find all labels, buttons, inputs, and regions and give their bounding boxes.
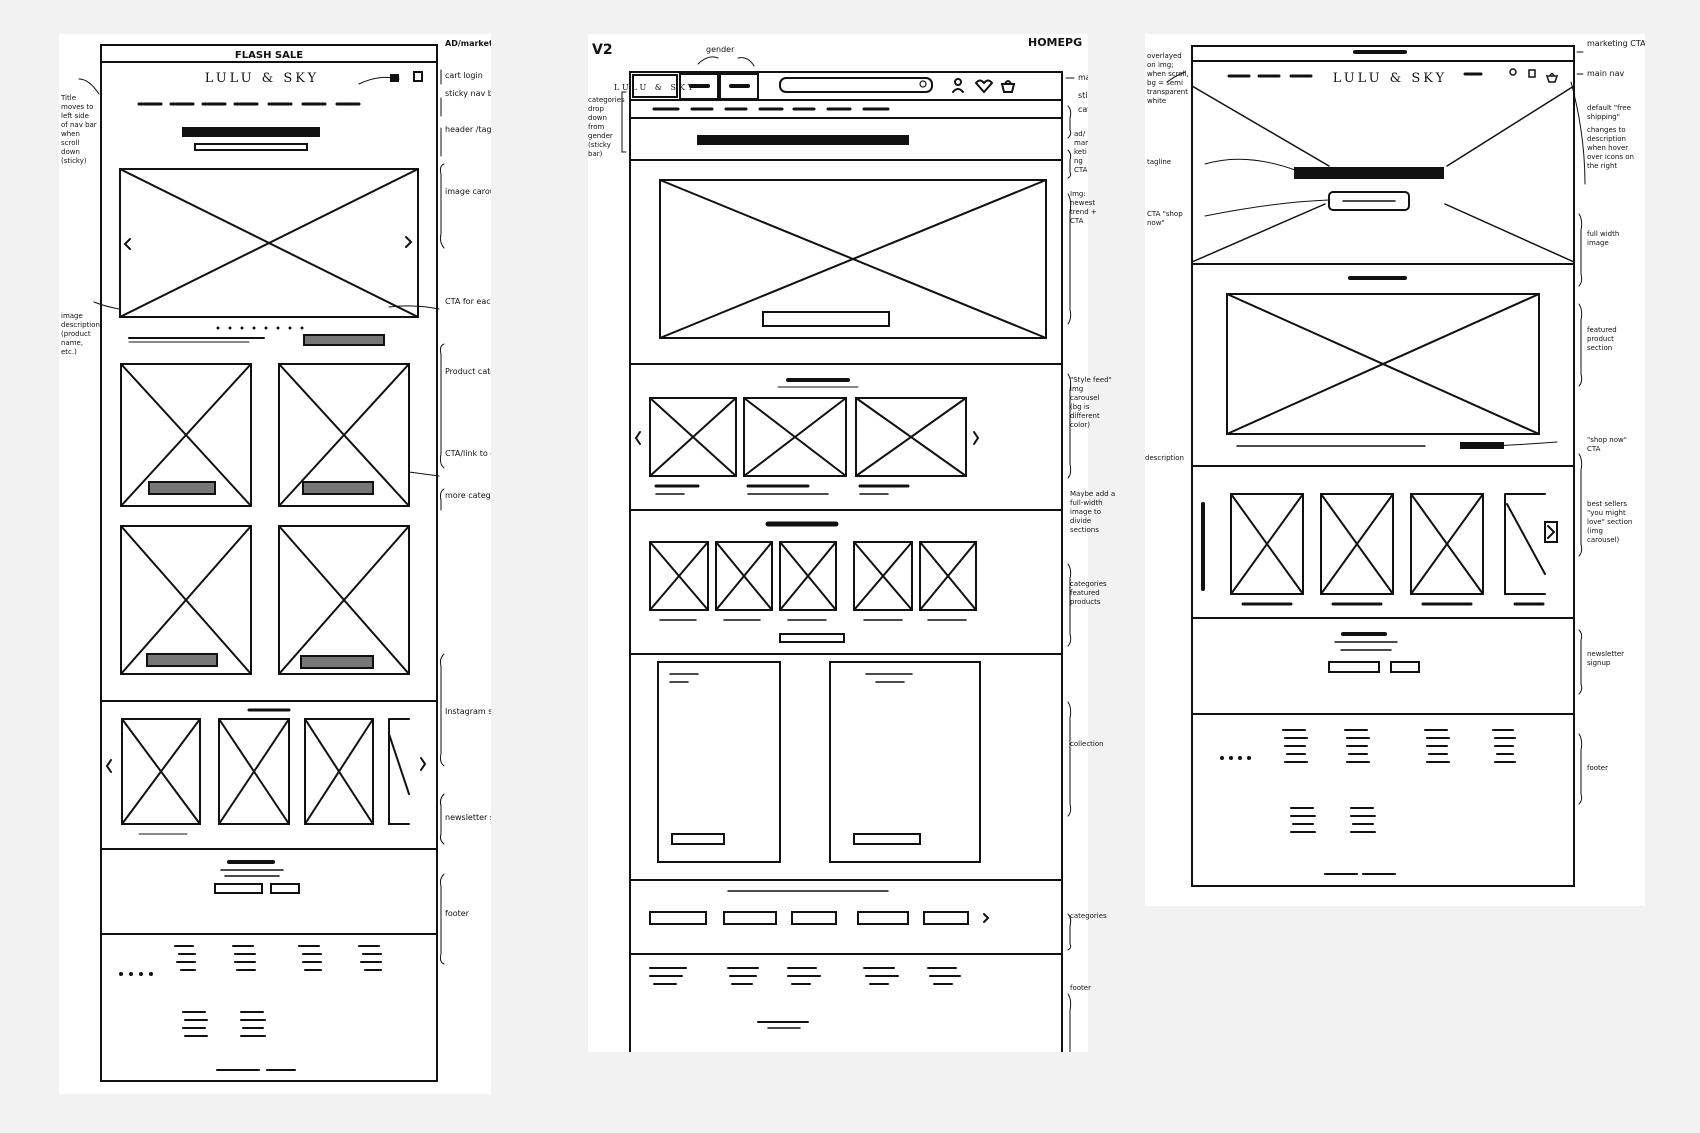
v3-footer-links bbox=[1282, 729, 1516, 833]
v2-note-maybe-add: Maybe add a full-width image to divide s… bbox=[1070, 490, 1116, 534]
v1-flash-sale-text: FLASH SALE bbox=[235, 50, 303, 61]
v2-homepage-label: HOMEPG bbox=[1028, 36, 1082, 49]
v2-note-categories-bottom: categories bbox=[1070, 912, 1107, 920]
wireframe-sheet-v1: FLASH SALE LULU & SKY bbox=[59, 34, 491, 1094]
v2-note-featured-products: categories featured products bbox=[1070, 580, 1107, 606]
v2-gender-label: gender bbox=[706, 45, 735, 54]
v1-newsletter-button bbox=[270, 883, 300, 894]
v1-note-title-moves: Title moves to left side of nav bar when… bbox=[61, 94, 97, 165]
v2-ad-banner bbox=[697, 135, 909, 145]
v2-note-categories-top: categories bbox=[1078, 105, 1088, 114]
v1-note-image-description: image description (product name, etc.) bbox=[61, 312, 100, 356]
v3-note-marketing-cta: marketing CTA bbox=[1587, 39, 1645, 48]
v3-newsletter-button bbox=[1390, 661, 1420, 673]
v2-bag-icon bbox=[1000, 80, 1016, 93]
v1-tagline-block bbox=[194, 143, 308, 151]
v2-search-icon bbox=[919, 80, 927, 88]
v1-note-sticky-nav: sticky nav bar (main nav) bbox=[445, 89, 491, 98]
wireframe-v1-drawing: FLASH SALE LULU & SKY bbox=[78, 39, 491, 1082]
v1-image-cta bbox=[303, 334, 385, 346]
v1-note-ad-marketing: AD/marketing CTA bbox=[445, 39, 491, 48]
v1-note-image-carousel: image carousel (images also link to resp… bbox=[445, 187, 491, 196]
v2-footer-links bbox=[649, 967, 961, 985]
wireframe-v3-drawing: LULU & SKY bbox=[1166, 39, 1645, 887]
v2-search-bar bbox=[779, 77, 933, 93]
v1-product-categories bbox=[120, 363, 410, 675]
v2-note-collection: collection bbox=[1070, 740, 1104, 748]
v3-note-description: description bbox=[1145, 454, 1184, 462]
v3-note-default-free-shipping: default "free shipping" bbox=[1587, 104, 1631, 121]
wireframe-sheet-v3: LULU & SKY bbox=[1145, 34, 1645, 906]
v2-logo-box bbox=[632, 74, 678, 98]
v2-note-categories-dropdown: categories drop down from gender (sticky… bbox=[588, 96, 625, 158]
v1-note-more-categories: more categories bbox=[445, 491, 491, 500]
v3-nav-links bbox=[1227, 72, 1483, 78]
v1-note-product-category: Product category bbox=[445, 367, 491, 376]
v2-featured-cta bbox=[779, 633, 845, 643]
v1-note-newsletter: newsletter signup bbox=[445, 813, 491, 822]
v1-carousel-dots bbox=[216, 326, 304, 330]
v3-full-width-image bbox=[1191, 85, 1575, 263]
v2-account-icon bbox=[954, 78, 962, 86]
v2-version-label: V2 bbox=[592, 42, 613, 58]
v3-note-full-width-image: full width image bbox=[1587, 230, 1620, 247]
v3-header-block bbox=[1294, 167, 1444, 179]
v1-note-instagram: Instagram showcase bbox=[445, 707, 491, 716]
v3-newsletter-input bbox=[1328, 661, 1380, 673]
v1-page-frame bbox=[100, 44, 438, 1082]
v2-note-img-newest-trend: Img: newest trend + CTA bbox=[1070, 190, 1097, 225]
v2-hero-image bbox=[659, 179, 1047, 339]
v3-note-footer: footer bbox=[1587, 764, 1608, 772]
v3-note-overlayed: overlayed on img; when scroll, bg = semi… bbox=[1147, 52, 1189, 105]
wireframe-sheet-v2: V2 HOMEPG gender LULU & SKY bbox=[588, 34, 1088, 1052]
v2-collection bbox=[657, 661, 981, 863]
v1-footer-links bbox=[174, 945, 382, 1037]
v3-featured-product bbox=[1226, 293, 1540, 435]
v2-gender-tab-2 bbox=[719, 73, 759, 100]
v2-gender-tab-1 bbox=[679, 73, 719, 100]
v1-logo: LULU & SKY bbox=[205, 71, 319, 86]
v2-categories-row bbox=[649, 911, 990, 925]
v1-note-cart-login: cart login bbox=[445, 71, 483, 80]
v2-featured-products bbox=[649, 541, 977, 643]
v2-note-main-nav: main nav bbox=[1078, 73, 1088, 82]
v3-note-changes-description: changes to description when hover over i… bbox=[1587, 126, 1634, 170]
v2-hero-cta bbox=[762, 311, 890, 327]
v1-instagram-showcase bbox=[105, 718, 427, 835]
v3-note-best-sellers: best sellers "you might love" section (i… bbox=[1587, 500, 1633, 544]
v2-note-style-feed: "Style feed" img carousel (bg is differe… bbox=[1070, 376, 1112, 429]
v1-cart-icon bbox=[413, 71, 423, 82]
v3-bag-icon bbox=[1545, 72, 1559, 83]
v3-note-shop-now-cta: "shop now" CTA bbox=[1587, 436, 1627, 453]
v2-logo: LULU & SKY bbox=[614, 83, 696, 92]
v2-note-ad-marketing: ad/marketing CTA bbox=[1074, 130, 1088, 174]
v1-note-header-tagline: header /tagline bbox=[445, 125, 491, 134]
v3-note-tagline: tagline bbox=[1147, 158, 1172, 166]
v3-note-cta-shop-now: CTA "shop now" bbox=[1147, 210, 1183, 227]
v2-page-frame bbox=[629, 71, 1063, 1052]
v3-search-icon bbox=[1509, 68, 1517, 76]
v2-note-sticky: sticky bbox=[1078, 91, 1088, 100]
v1-newsletter-input bbox=[214, 883, 263, 894]
v3-shop-now-cta bbox=[1328, 191, 1410, 211]
v3-best-sellers-carousel bbox=[1201, 493, 1558, 606]
v1-image-carousel bbox=[119, 168, 419, 318]
wireframe-v2-drawing: V2 HOMEPG gender LULU & SKY bbox=[592, 36, 1088, 1052]
v3-note-featured-product-section: featured product section bbox=[1587, 326, 1617, 352]
v3-account-icon bbox=[1528, 69, 1536, 78]
v2-style-feed-carousel bbox=[634, 397, 980, 495]
v1-note-cta-link-category: CTA/link to category bbox=[445, 449, 491, 458]
v2-heart-icon bbox=[974, 79, 994, 94]
v3-note-main-nav: main nav bbox=[1587, 69, 1625, 78]
v3-logo: LULU & SKY bbox=[1333, 71, 1447, 86]
v2-note-footer: footer bbox=[1070, 984, 1091, 992]
v1-note-cta-each-image: CTA for each image bbox=[445, 297, 491, 306]
v1-header-block bbox=[182, 127, 320, 137]
v1-note-footer: footer bbox=[445, 909, 470, 918]
v3-note-newsletter: newsletter signup bbox=[1587, 650, 1625, 667]
